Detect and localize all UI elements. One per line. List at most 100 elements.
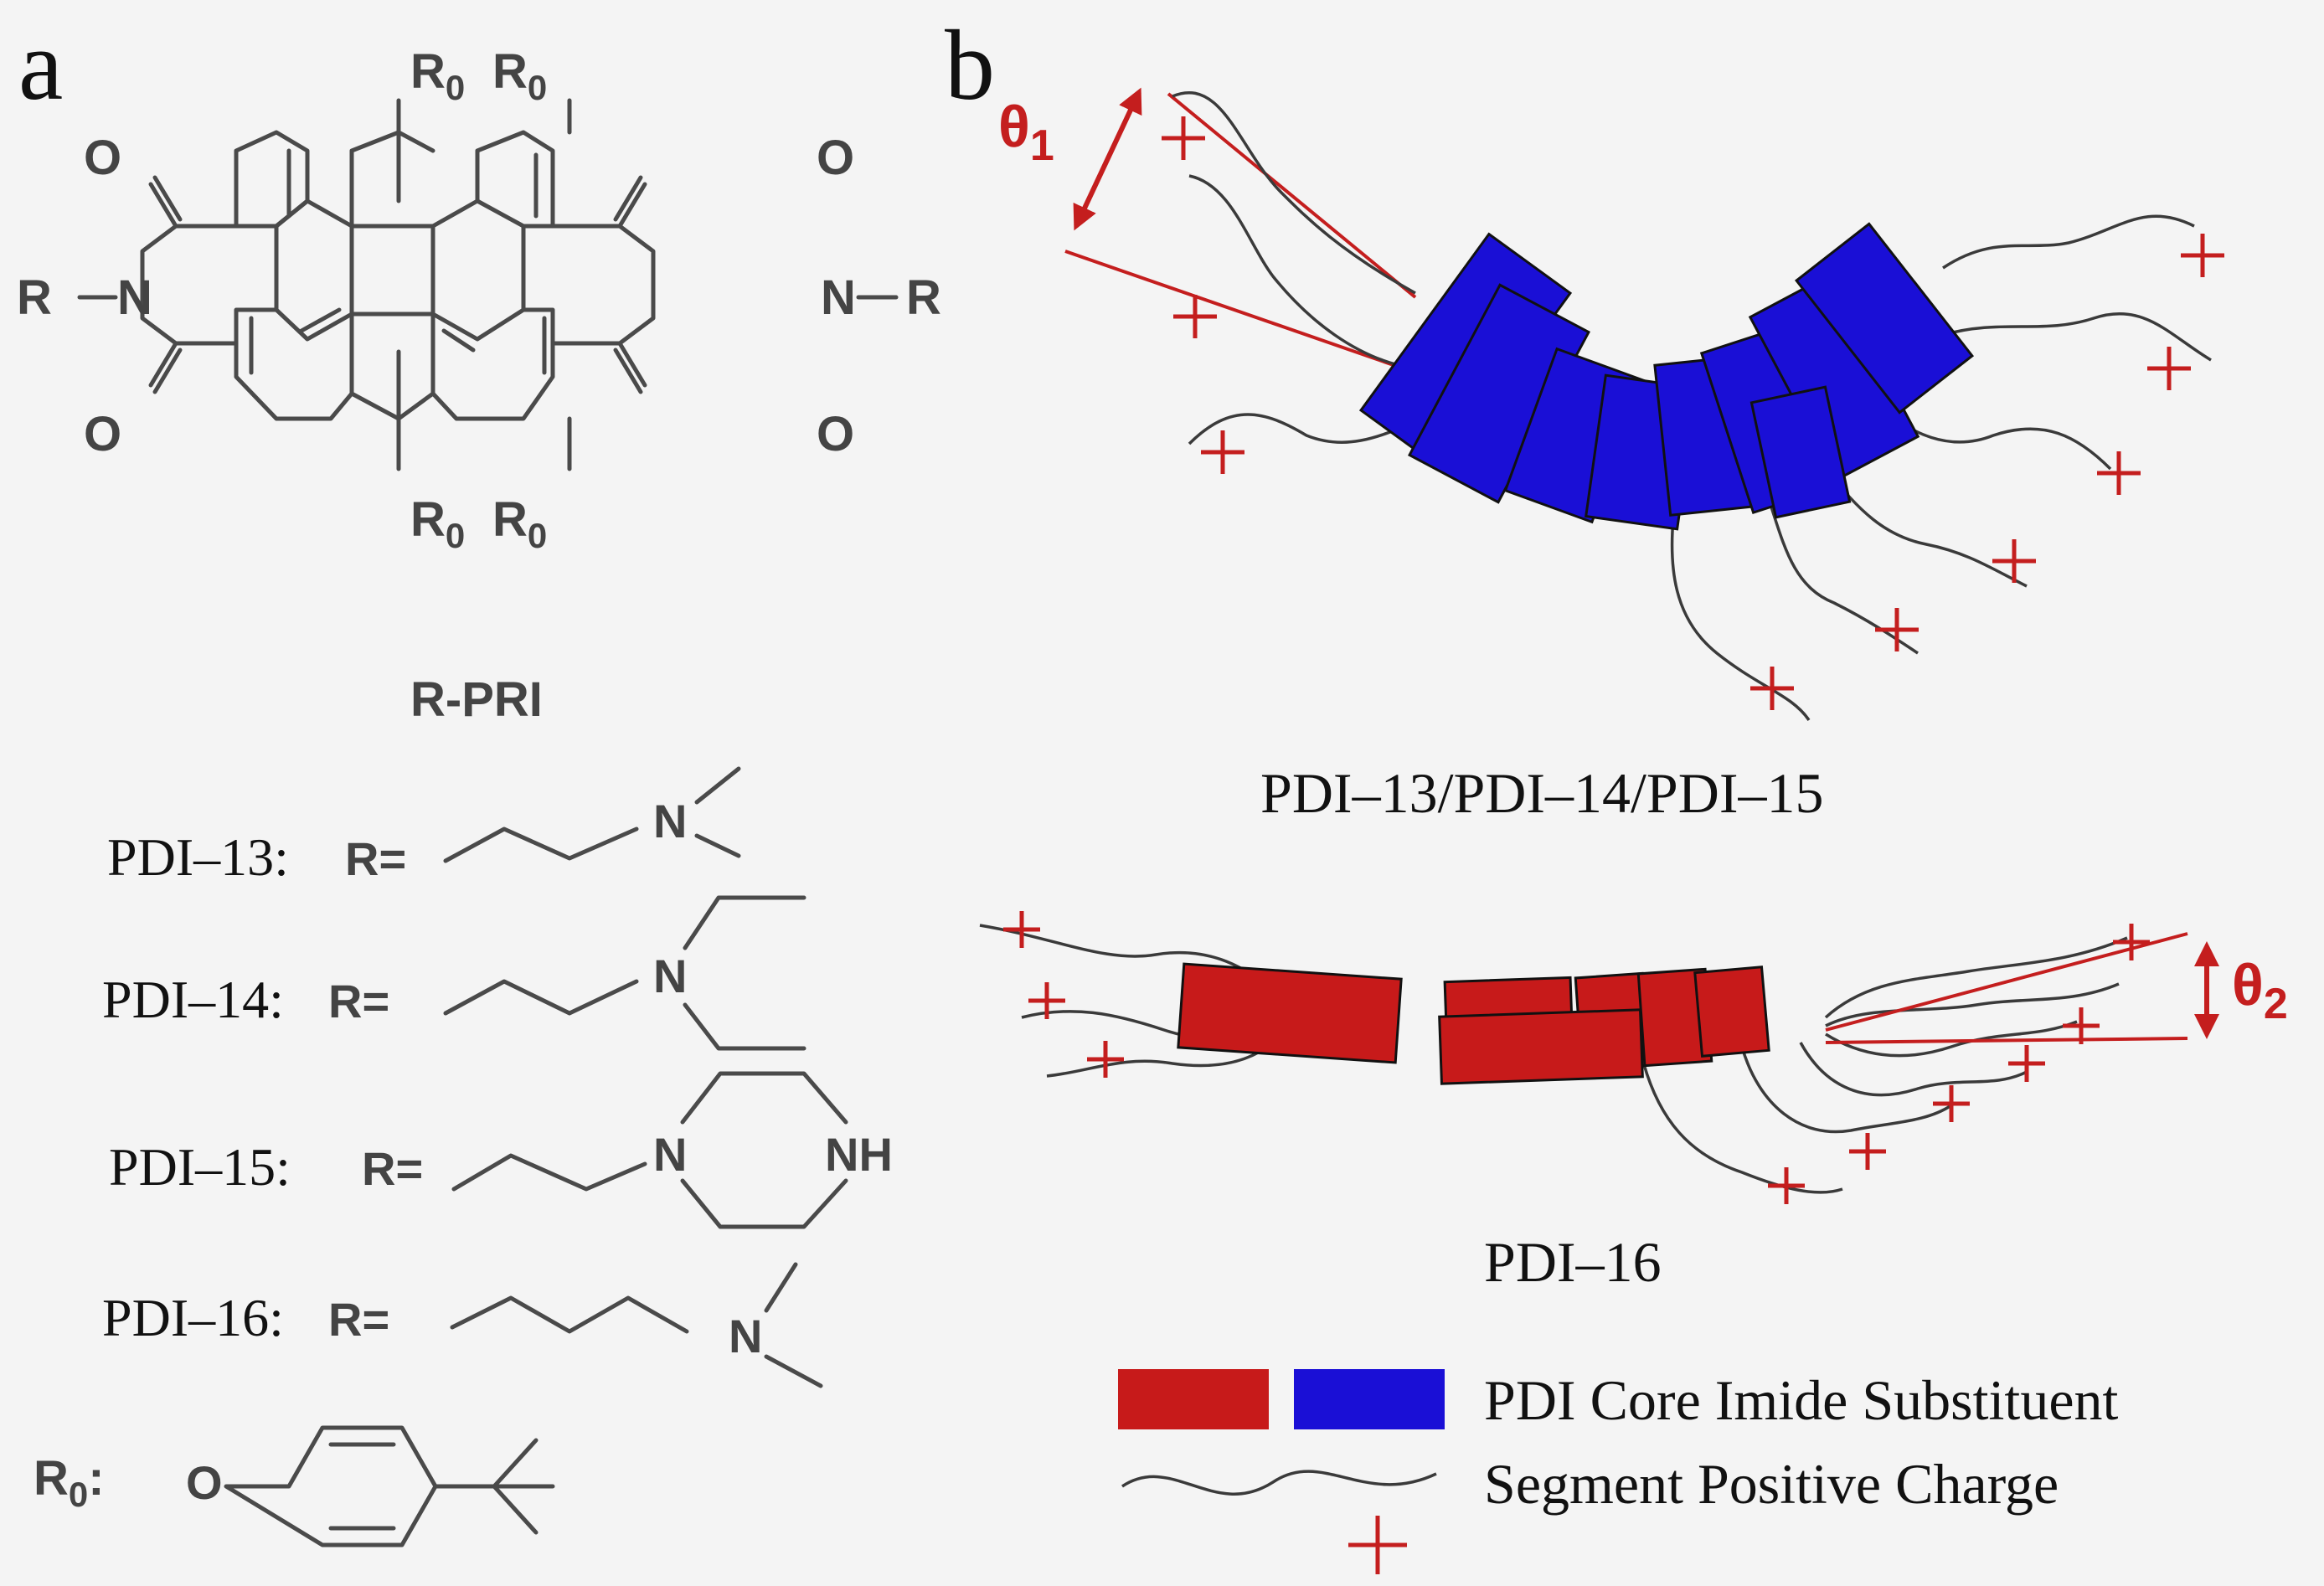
blue-core-stack (1162, 90, 2224, 721)
ring-left-top (234, 130, 310, 229)
positive-charge-marker (1201, 430, 1244, 474)
legend-line-1: PDI Core Imide Substituent (1484, 1368, 2119, 1432)
r-equals: R= (362, 1142, 423, 1195)
legend-blue-swatch (1294, 1369, 1445, 1429)
ring-left-center (274, 198, 354, 342)
chain-segments (1172, 90, 2212, 721)
legend: PDI Core Imide Substituent Segment Posit… (1118, 1368, 2119, 1574)
positive-charge-marker (1087, 1041, 1124, 1078)
chain-segment (1188, 413, 1425, 445)
oxygen-atom: O (84, 131, 121, 185)
positive-charge-marker (1750, 667, 1794, 710)
piperazine-ring (680, 1071, 848, 1229)
pdi-core-block (1177, 962, 1403, 1064)
carbonyl-right-top (613, 175, 647, 229)
butyl-chain (450, 1295, 689, 1334)
chain-segment (1188, 174, 1416, 370)
upper-stack-caption: PDI–13/PDI–14/PDI–15 (1260, 761, 1824, 825)
propyl-chain (443, 826, 639, 863)
propyl-chain (451, 1153, 647, 1192)
chain-segment (1942, 214, 2195, 270)
propyl-chain (443, 979, 639, 1016)
compound-name: PDI–13: (107, 827, 289, 887)
compound-name: PDI–15: (109, 1137, 291, 1197)
theta1-arrow (1073, 87, 1142, 231)
diethyl-bonds (683, 895, 806, 1051)
theta2-label: θ2 (2232, 952, 2288, 1028)
r-group-label: R (17, 270, 52, 325)
amine-nitrogen: N (653, 950, 687, 1002)
amine-nitrogen: N (653, 795, 687, 847)
positive-charge-marker (1875, 608, 1919, 651)
r0-label: R0 (410, 44, 465, 107)
r-equals: R= (328, 1293, 389, 1346)
positive-charge-marker (1162, 116, 1205, 160)
dimethyl-bonds (694, 766, 741, 858)
oxygen-atom: O (817, 407, 854, 461)
carbonyl-left-top (148, 175, 183, 229)
r0-bonds (396, 98, 572, 471)
perylene-core-structure (77, 98, 899, 471)
legend-line-2: Segment Positive Charge (1484, 1452, 2059, 1516)
pdi-core-block (1794, 222, 1975, 415)
chain-segment (1640, 1054, 1843, 1194)
positive-charge-marker (2181, 234, 2224, 277)
tert-butyl (433, 1438, 555, 1535)
substituent-pdi13: PDI–13: R= N (107, 766, 741, 887)
molecule-title: R-PRI (410, 672, 543, 727)
dimethyl-bonds (764, 1262, 823, 1388)
legend-positive-charge (1348, 1516, 1407, 1574)
amine-nitrogen: N (729, 1310, 762, 1362)
chain-segments (979, 924, 2128, 1194)
positive-charge-marker (2147, 347, 2191, 390)
r-equals: R= (345, 832, 406, 885)
r0-label: R0 (410, 492, 465, 555)
pdi-core-block (1438, 1008, 1644, 1085)
legend-red-swatch (1118, 1369, 1269, 1429)
oxygen-atom: O (817, 131, 854, 185)
theta1-annotation: θ1 (998, 87, 1417, 374)
imide-left (140, 224, 239, 346)
ring-center (349, 224, 435, 317)
double-bond-marks (249, 148, 547, 375)
angle-line-upper (1825, 932, 2188, 1032)
charge-markers (1162, 116, 2224, 710)
nitrogen-atom: N (117, 270, 152, 325)
chain-segment (1670, 502, 1811, 721)
chain-segment (1799, 1042, 2028, 1097)
positive-charge-marker (1028, 982, 1065, 1019)
r-equals: R= (328, 975, 389, 1027)
compound-name: PDI–14: (102, 970, 284, 1029)
theta2-annotation: θ2 (1825, 932, 2288, 1044)
substituent-pdi14: PDI–14: R= N (102, 895, 806, 1051)
substituent-pdi15: PDI–15: R= N NH (109, 1071, 893, 1229)
angle-line-upper (1167, 92, 1417, 299)
substituent-pdi16: PDI–16: R= N (102, 1262, 823, 1388)
r0-definition: R0: O (33, 1425, 555, 1547)
chain-segment (1942, 312, 2212, 362)
lower-stack-caption: PDI–16 (1484, 1230, 1662, 1294)
r-group-label: R (906, 270, 941, 325)
pdi-core-block (1693, 966, 1770, 1058)
positive-charge-marker (2097, 451, 2141, 495)
positive-charge-marker (1933, 1085, 1970, 1122)
panel-a-label: a (18, 9, 63, 121)
positive-charge-marker (1849, 1133, 1886, 1170)
positive-charge-marker (1003, 911, 1040, 948)
positive-charge-marker (1768, 1167, 1805, 1204)
positive-charge-marker (1992, 539, 2036, 583)
carbonyl-right-bottom (613, 341, 647, 394)
r0-label: R0 (492, 492, 547, 555)
panel-b-label: b (945, 9, 995, 121)
legend-chain-segment (1121, 1470, 1437, 1496)
positive-charge-marker (2008, 1045, 2045, 1082)
r0-label: R0 (492, 44, 547, 107)
red-blocks (1177, 962, 1770, 1085)
theta1-label: θ1 (998, 94, 1054, 170)
bay-bonds-bottom (349, 349, 435, 421)
atom-labels: O O O O N N R R R0 R0 R0 R0 (17, 44, 941, 555)
chain-segment (1765, 493, 1919, 655)
r0-definition-label: R0: (33, 1451, 105, 1514)
chain-segment (1825, 1020, 2078, 1058)
